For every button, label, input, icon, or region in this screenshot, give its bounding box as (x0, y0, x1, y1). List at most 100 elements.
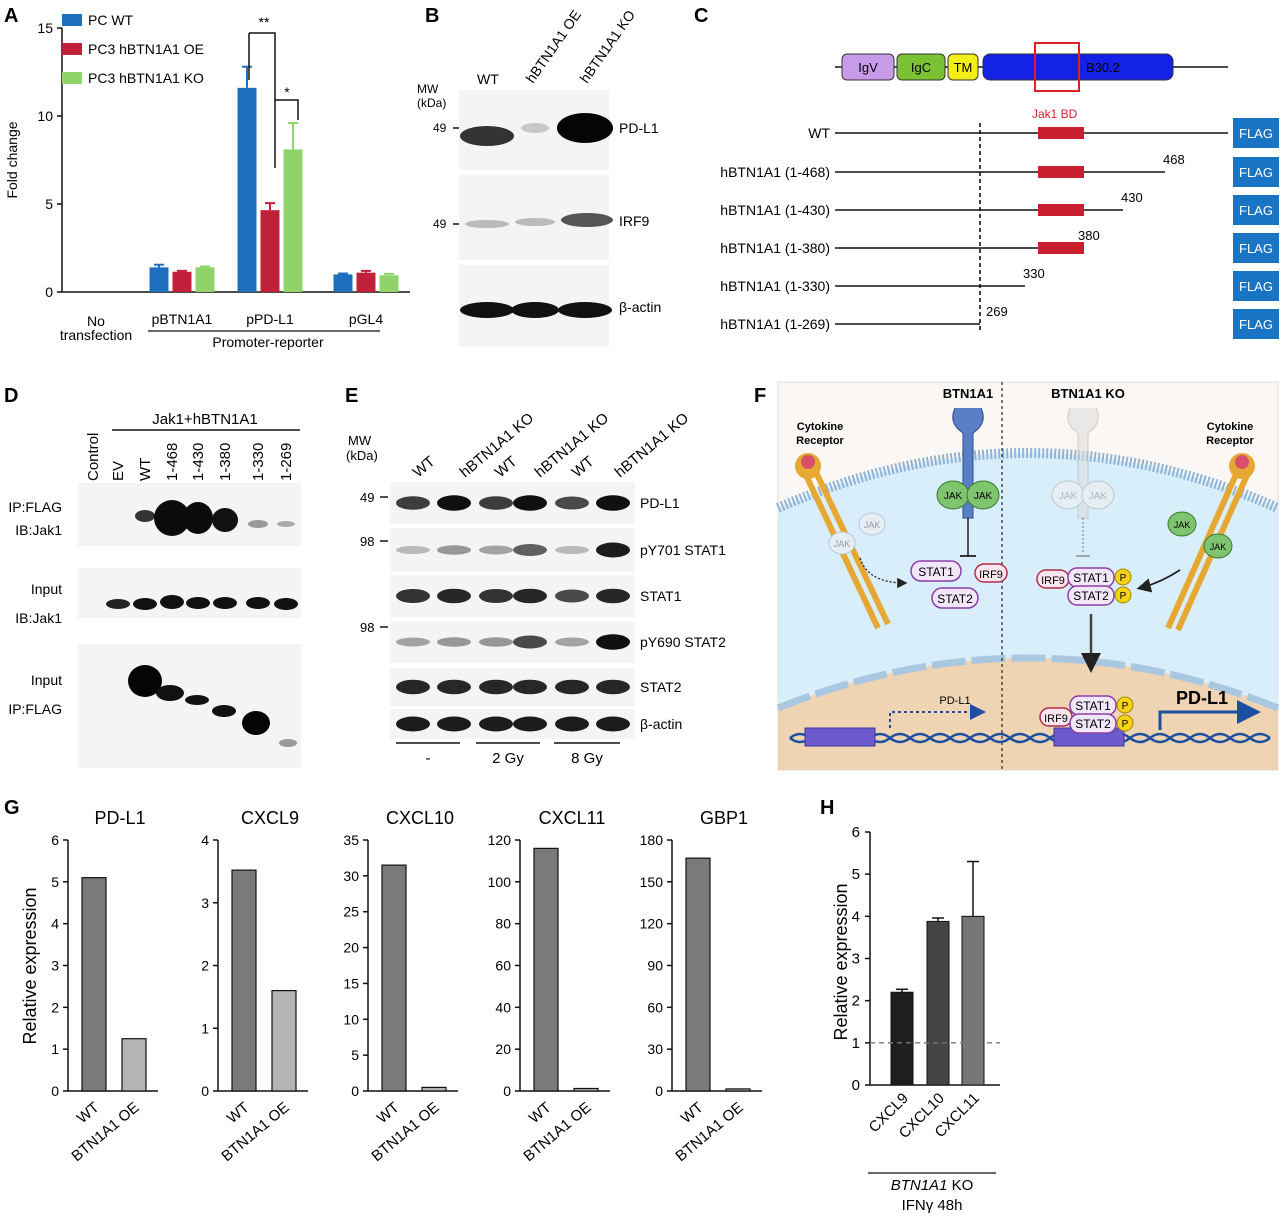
y-tick-label: 2 (852, 993, 860, 1010)
band (596, 634, 630, 650)
panel-letter-d: D (4, 385, 18, 407)
phospho-label: P (1120, 591, 1127, 602)
flag-tag (1233, 309, 1279, 339)
legend-label: PC3 hBTN1A1 KO (88, 70, 204, 86)
y-tick-label: 4 (51, 916, 59, 932)
y-axis-label: Relative expression (831, 883, 851, 1040)
band-label: pY701 STAT1 (640, 542, 726, 558)
band-label: β-actin (640, 716, 682, 732)
jak-label: JAK (1174, 520, 1191, 530)
y-tick-label: 20 (343, 940, 359, 956)
bar (121, 1038, 147, 1092)
bar (81, 877, 107, 1092)
domain-tm (947, 53, 979, 81)
y-tick-label: 30 (647, 1041, 663, 1057)
panel-letter-h: H (820, 797, 834, 819)
band (596, 542, 630, 558)
flag-tag (1233, 195, 1279, 225)
bar (271, 990, 297, 1092)
y-tick-label: 10 (343, 1011, 359, 1027)
band (396, 679, 430, 695)
band (513, 588, 547, 604)
bar (533, 847, 559, 1092)
mw-mark: 98 (360, 620, 374, 635)
blot-label: IP:FLAG (8, 499, 62, 515)
btn1a1-receptor: JAK JAK (936, 407, 1000, 557)
bar (961, 915, 985, 1086)
y-tick-label: 30 (343, 868, 359, 884)
mw-mark: 49 (360, 490, 374, 505)
band (479, 545, 513, 555)
flag-label: FLAG (1239, 241, 1273, 256)
stat1-label: STAT1 (918, 565, 954, 579)
band-label: pY690 STAT2 (640, 634, 726, 650)
band (555, 589, 589, 603)
cytokine-receptor-left: JAK JAK (795, 453, 891, 630)
y-tick-label: 5 (51, 874, 59, 890)
lane-label: 1-430 (190, 443, 207, 481)
header-label: Jak1+hBTN1A1 (152, 411, 257, 428)
x-category-label: pGL4 (349, 311, 383, 327)
stat1-node (910, 560, 962, 582)
lane-label: hBTN1A1 KO (576, 7, 638, 86)
x-category-label: transfection (60, 327, 132, 343)
lane-label: 1-330 (250, 443, 267, 481)
band-label: IRF9 (619, 213, 650, 229)
x-tick-label: WT (526, 1099, 555, 1127)
bar (172, 271, 192, 292)
band-label: PD-L1 (619, 120, 659, 136)
stat2-label: STAT2 (1075, 717, 1111, 731)
lane-label: 1-468 (164, 443, 181, 481)
x-tick-label: WT (224, 1099, 253, 1127)
irf9-label: IRF9 (979, 569, 1003, 581)
x-category-label: pPD-L1 (246, 311, 294, 327)
blot-label: IB:Jak1 (15, 522, 62, 538)
stat1-label: STAT1 (1073, 571, 1109, 585)
pd-l1-small-label: PD-L1 (939, 695, 970, 707)
y-tick-label: 120 (640, 916, 664, 932)
phospho-label: P (1122, 701, 1129, 712)
y-tick-label: 0 (45, 284, 53, 300)
stat2-node (1067, 585, 1115, 606)
jak1-bd-label: Jak1 BD (1032, 107, 1078, 121)
cytokine-receptor-label: Cytokine (797, 421, 843, 433)
phospho-label: P (1120, 573, 1127, 584)
y-tick-label: 0 (351, 1083, 359, 1099)
lane-label: WT (137, 458, 154, 481)
flag-label: FLAG (1239, 126, 1273, 141)
y-tick-label: 10 (37, 108, 53, 124)
stat2-node (931, 587, 979, 609)
cell-membrane (775, 448, 1280, 513)
lane-label: hBTN1A1 OE (522, 7, 584, 86)
y-tick-label: 3 (852, 951, 860, 968)
panel-letter-g: G (4, 797, 20, 819)
blot-label: Input (31, 581, 62, 597)
x-tick-label: WT (678, 1099, 707, 1127)
cytokine-receptor-label: Receptor (1206, 435, 1254, 447)
bar (260, 210, 280, 292)
irf9-label: IRF9 (1041, 575, 1065, 587)
flag-tag (1233, 233, 1279, 263)
band (513, 716, 547, 732)
btn1a1-label: BTN1A1 (943, 386, 994, 401)
band (513, 544, 547, 556)
band (479, 589, 513, 603)
band (596, 716, 630, 732)
bar (890, 991, 914, 1086)
y-tick-label: 5 (351, 1047, 359, 1063)
bar (149, 267, 169, 292)
band (555, 496, 589, 510)
mw-label: MW (348, 433, 372, 448)
mw-mark: 49 (433, 121, 447, 135)
domain-igc (896, 53, 946, 81)
bar (356, 272, 376, 292)
blot-label: IB:Jak1 (15, 610, 62, 626)
bar (283, 149, 303, 292)
footer-label: BTN1A1 KO (891, 1177, 974, 1194)
jak-label: JAK (864, 520, 881, 530)
cytokine-receptor-label: Receptor (796, 435, 844, 447)
band (596, 495, 630, 511)
domain-label: TM (954, 60, 973, 75)
pd-l1-big-label: PD-L1 (1176, 688, 1228, 708)
